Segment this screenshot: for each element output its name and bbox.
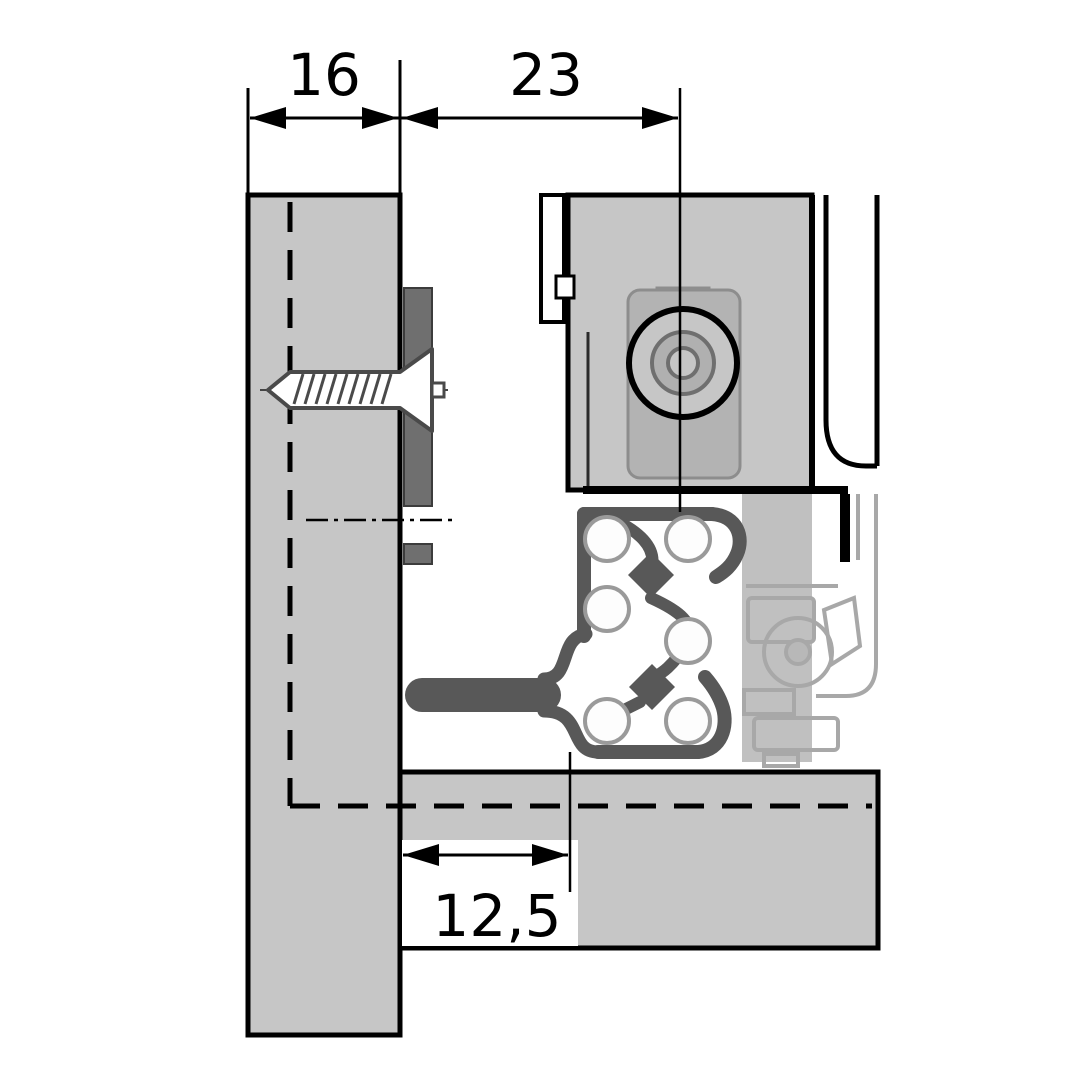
cabinet-side-panel [245, 192, 403, 1038]
dimension-label-23: 23 [509, 41, 583, 109]
front-panel-dashed-outline [287, 202, 872, 809]
cage-top-hook [705, 507, 747, 584]
drawer-wall-curved-line [823, 195, 877, 469]
arrowhead-12-5-left [403, 844, 439, 866]
front-slot-hook [554, 274, 576, 300]
top-dimensions: 16 23 [246, 41, 682, 512]
mounting-screw [260, 347, 448, 433]
front-slot-channel [539, 193, 566, 324]
ball-bearings [583, 515, 712, 745]
arrowhead-12-5-right [532, 844, 568, 866]
boss-inner-circle [666, 346, 700, 380]
latch-cam-center [784, 638, 812, 666]
dimension-12-5: 12,5 [403, 752, 572, 950]
arrowhead-23-right [642, 107, 678, 129]
cabinet-side-panel-board [245, 192, 403, 1038]
latch-mechanism [742, 494, 878, 768]
dimension-label-16: 16 [287, 41, 361, 109]
latch-block-large [752, 716, 840, 752]
latch-hook-plate [821, 595, 863, 668]
latch-block-small [742, 688, 796, 716]
arrowhead-23-left [402, 107, 438, 129]
latch-outer-wall-curve [816, 494, 878, 698]
dimension-label-12-5: 12,5 [432, 882, 561, 950]
mounting-plate-lower [403, 543, 433, 565]
latch-foot [762, 752, 800, 768]
arrowhead-16-right [362, 107, 398, 129]
ball-bearing [583, 585, 631, 633]
screw-threads [292, 373, 393, 405]
rail-s-curve-bottom [537, 704, 605, 759]
cage-bottom-hook [691, 670, 732, 759]
arrowhead-16-left [250, 107, 286, 129]
ball-bearing [664, 697, 712, 745]
screw-slot [430, 381, 446, 399]
ball-bearing [664, 617, 712, 665]
cage-diamond-1 [628, 552, 674, 598]
ball-bearing [583, 515, 631, 563]
ball-bearing [664, 515, 712, 563]
connecting-pin-boss [626, 286, 742, 480]
ball-bearing [583, 697, 631, 745]
